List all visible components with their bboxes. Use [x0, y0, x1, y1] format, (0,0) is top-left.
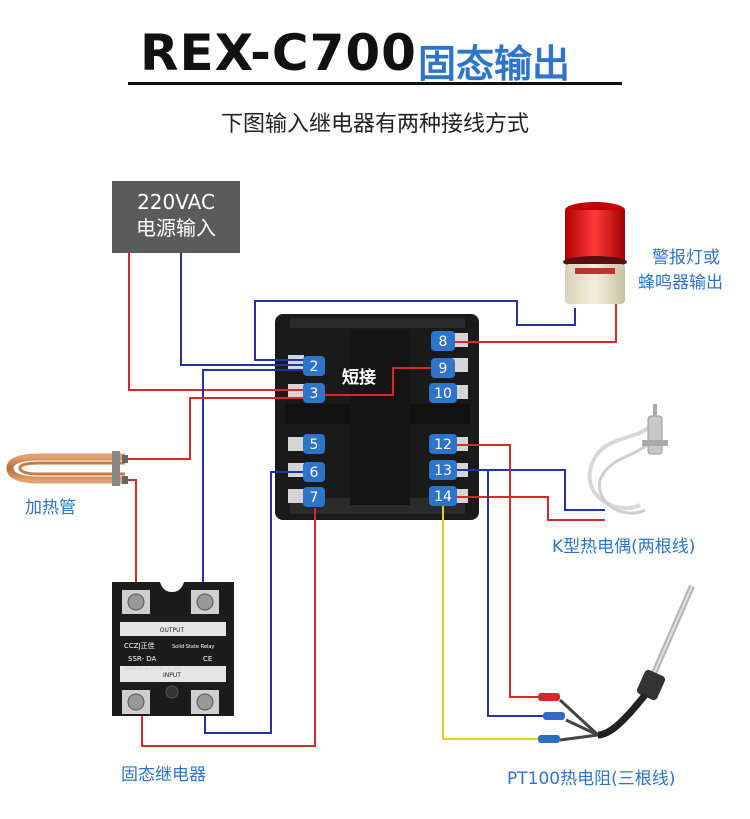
wire-pt-yellow [442, 505, 540, 740]
wire-pt-blue [445, 469, 543, 717]
title-main: REX-C700 [140, 24, 417, 82]
ssr-output-text: OUTPUT [160, 627, 185, 634]
wire-power-blue [180, 253, 305, 366]
wire-pt-red [445, 444, 540, 698]
svg-text:6: 6 [310, 465, 319, 481]
wire-t3-heater [125, 397, 305, 460]
title-rule [128, 82, 622, 85]
terminal-7: 7 [303, 487, 325, 507]
power-input-box: 220VAC 电源输入 [112, 181, 240, 253]
svg-text:2: 2 [310, 359, 319, 375]
ssr-brand-text: CCZJ正佳 [124, 641, 155, 650]
terminal-14: 14 [429, 486, 457, 506]
terminal-10: 10 [429, 383, 457, 403]
terminal-12: 12 [429, 434, 457, 454]
thermocouple-probe [587, 404, 668, 515]
pt100-probe [538, 584, 695, 743]
svg-text:10: 10 [434, 386, 452, 402]
wire-power-red [128, 253, 305, 391]
subtitle: 下图输入继电器有两种接线方式 [220, 112, 529, 137]
title-sub: 固态输出 [418, 42, 571, 86]
terminal-8: 8 [431, 331, 455, 351]
terminal-5: 5 [303, 434, 325, 454]
ssr-ce-text: CE [203, 655, 212, 663]
alarm-lamp [563, 202, 627, 304]
terminals-right: 8 9 10 12 13 14 [429, 331, 457, 506]
svg-text:12: 12 [434, 437, 452, 453]
ssr-model-text: SSR- DA [128, 655, 156, 663]
alarm-label-line1: 警报灯或 [652, 248, 720, 268]
svg-text:7: 7 [310, 490, 319, 506]
short-label: 短接 [342, 367, 376, 388]
terminal-6: 6 [303, 462, 325, 482]
ssr-maker-text: ZHENGJIA ELECTRIC CO.,LTD. [124, 666, 182, 671]
power-line2: 电源输入 [136, 216, 216, 240]
wire-heater-ssr [125, 479, 137, 600]
terminal-3: 3 [303, 383, 325, 403]
wire-t6-ssr [204, 471, 305, 734]
wire-alarm-blue [254, 300, 576, 361]
power-line1: 220VAC [137, 190, 215, 214]
terminals-left: 2 3 5 6 7 [303, 356, 325, 507]
svg-text:13: 13 [434, 463, 452, 479]
terminal-2: 2 [303, 356, 325, 376]
ssr-label: 固态继电器 [121, 765, 206, 785]
svg-text:3: 3 [310, 386, 319, 402]
heater-element [6, 451, 128, 486]
ssr-type-text: Solid State Relay [172, 644, 214, 650]
wire-t2-ssr [202, 369, 305, 600]
svg-text:5: 5 [310, 437, 319, 453]
ssr-input-text: INPUT [163, 672, 181, 679]
pt100-label: PT100热电阻(三根线) [507, 769, 675, 789]
wire-t7-ssr [141, 508, 316, 747]
wire-tc-blue [445, 469, 605, 511]
terminal-13: 13 [429, 460, 457, 480]
svg-text:14: 14 [434, 489, 452, 505]
svg-text:9: 9 [439, 361, 448, 377]
wire-tc-red [445, 496, 605, 521]
thermocouple-label: K型热电偶(两根线) [552, 537, 695, 557]
wire-alarm-red [450, 304, 617, 343]
svg-text:8: 8 [439, 334, 448, 350]
wire-short [315, 367, 445, 396]
terminal-9: 9 [431, 358, 455, 378]
controller-body [275, 314, 479, 520]
heater-label: 加热管 [25, 498, 76, 518]
alarm-label-line2: 蜂鸣器输出 [638, 273, 723, 293]
solid-state-relay: OUTPUT CCZJ正佳 Solid State Relay SSR- DA … [112, 582, 234, 716]
